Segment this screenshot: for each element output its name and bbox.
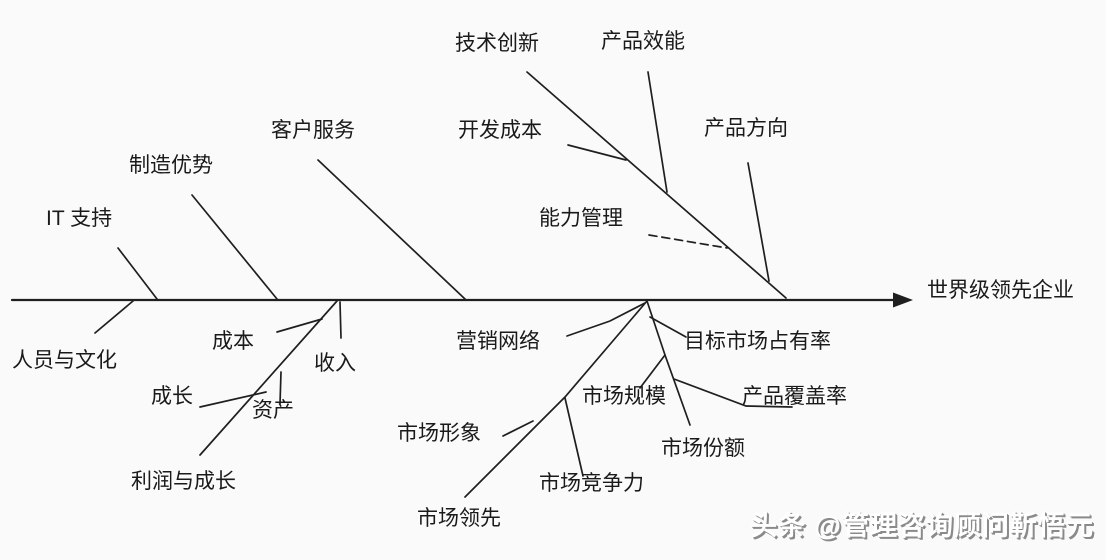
tick-market-scale bbox=[639, 354, 666, 389]
label-people-culture: 人员与文化 bbox=[12, 349, 117, 372]
label-it-support: IT 支持 bbox=[46, 207, 113, 230]
tick-product-performance bbox=[647, 71, 668, 193]
label-revenue: 收入 bbox=[314, 352, 356, 375]
label-effect-goal: 世界级领先企业 bbox=[927, 279, 1074, 302]
label-market-image: 市场形象 bbox=[397, 422, 481, 445]
tick-assets bbox=[279, 371, 282, 405]
bone-tech-innovation bbox=[526, 71, 787, 299]
label-capability-mgmt: 能力管理 bbox=[539, 207, 623, 230]
label-target-market-share: 目标市场占有率 bbox=[684, 330, 831, 353]
label-market-leadership: 市场领先 bbox=[417, 507, 501, 530]
label-product-performance: 产品效能 bbox=[601, 30, 685, 53]
tick-revenue bbox=[339, 301, 342, 339]
label-manufacturing-advantage: 制造优势 bbox=[129, 154, 213, 177]
bone-profit-growth bbox=[199, 300, 338, 456]
label-market-scale: 市场规模 bbox=[582, 385, 666, 408]
spine-arrowhead-icon bbox=[893, 292, 913, 308]
bone-manufacturing-advantage bbox=[191, 194, 278, 300]
tick-growth bbox=[199, 391, 267, 408]
label-assets: 资产 bbox=[252, 399, 294, 422]
bone-people-culture bbox=[94, 300, 134, 334]
label-tech-innovation: 技术创新 bbox=[455, 32, 539, 55]
bone-market-leadership bbox=[464, 300, 648, 498]
tick-cost bbox=[276, 318, 323, 333]
tick-market-competitiveness bbox=[564, 397, 584, 477]
label-customer-service: 客户服务 bbox=[271, 119, 355, 142]
tick-market-image bbox=[502, 420, 534, 437]
label-product-direction: 产品方向 bbox=[704, 117, 788, 140]
bone-it-support bbox=[117, 247, 158, 300]
label-dev-cost: 开发成本 bbox=[458, 119, 542, 142]
label-product-coverage: 产品覆盖率 bbox=[742, 385, 847, 408]
bone-customer-service bbox=[317, 159, 466, 300]
tick-target-market-share bbox=[649, 316, 687, 338]
label-profit-growth: 利润与成长 bbox=[131, 470, 236, 493]
watermark-toutiao: 头条 @管理咨询顾问靳悟元 bbox=[750, 511, 1094, 541]
tick-product-direction bbox=[747, 162, 770, 282]
tick-capability-mgmt-dashed bbox=[648, 234, 728, 249]
label-market-competitiveness: 市场竞争力 bbox=[539, 472, 644, 495]
label-marketing-network: 营销网络 bbox=[456, 330, 540, 353]
label-cost: 成本 bbox=[212, 330, 254, 353]
label-growth: 成长 bbox=[151, 385, 193, 408]
tick-marketing-network bbox=[566, 302, 646, 337]
label-market-share: 市场份额 bbox=[661, 437, 745, 460]
tick-dev-cost bbox=[567, 144, 627, 161]
tick-product-coverage bbox=[673, 378, 793, 408]
